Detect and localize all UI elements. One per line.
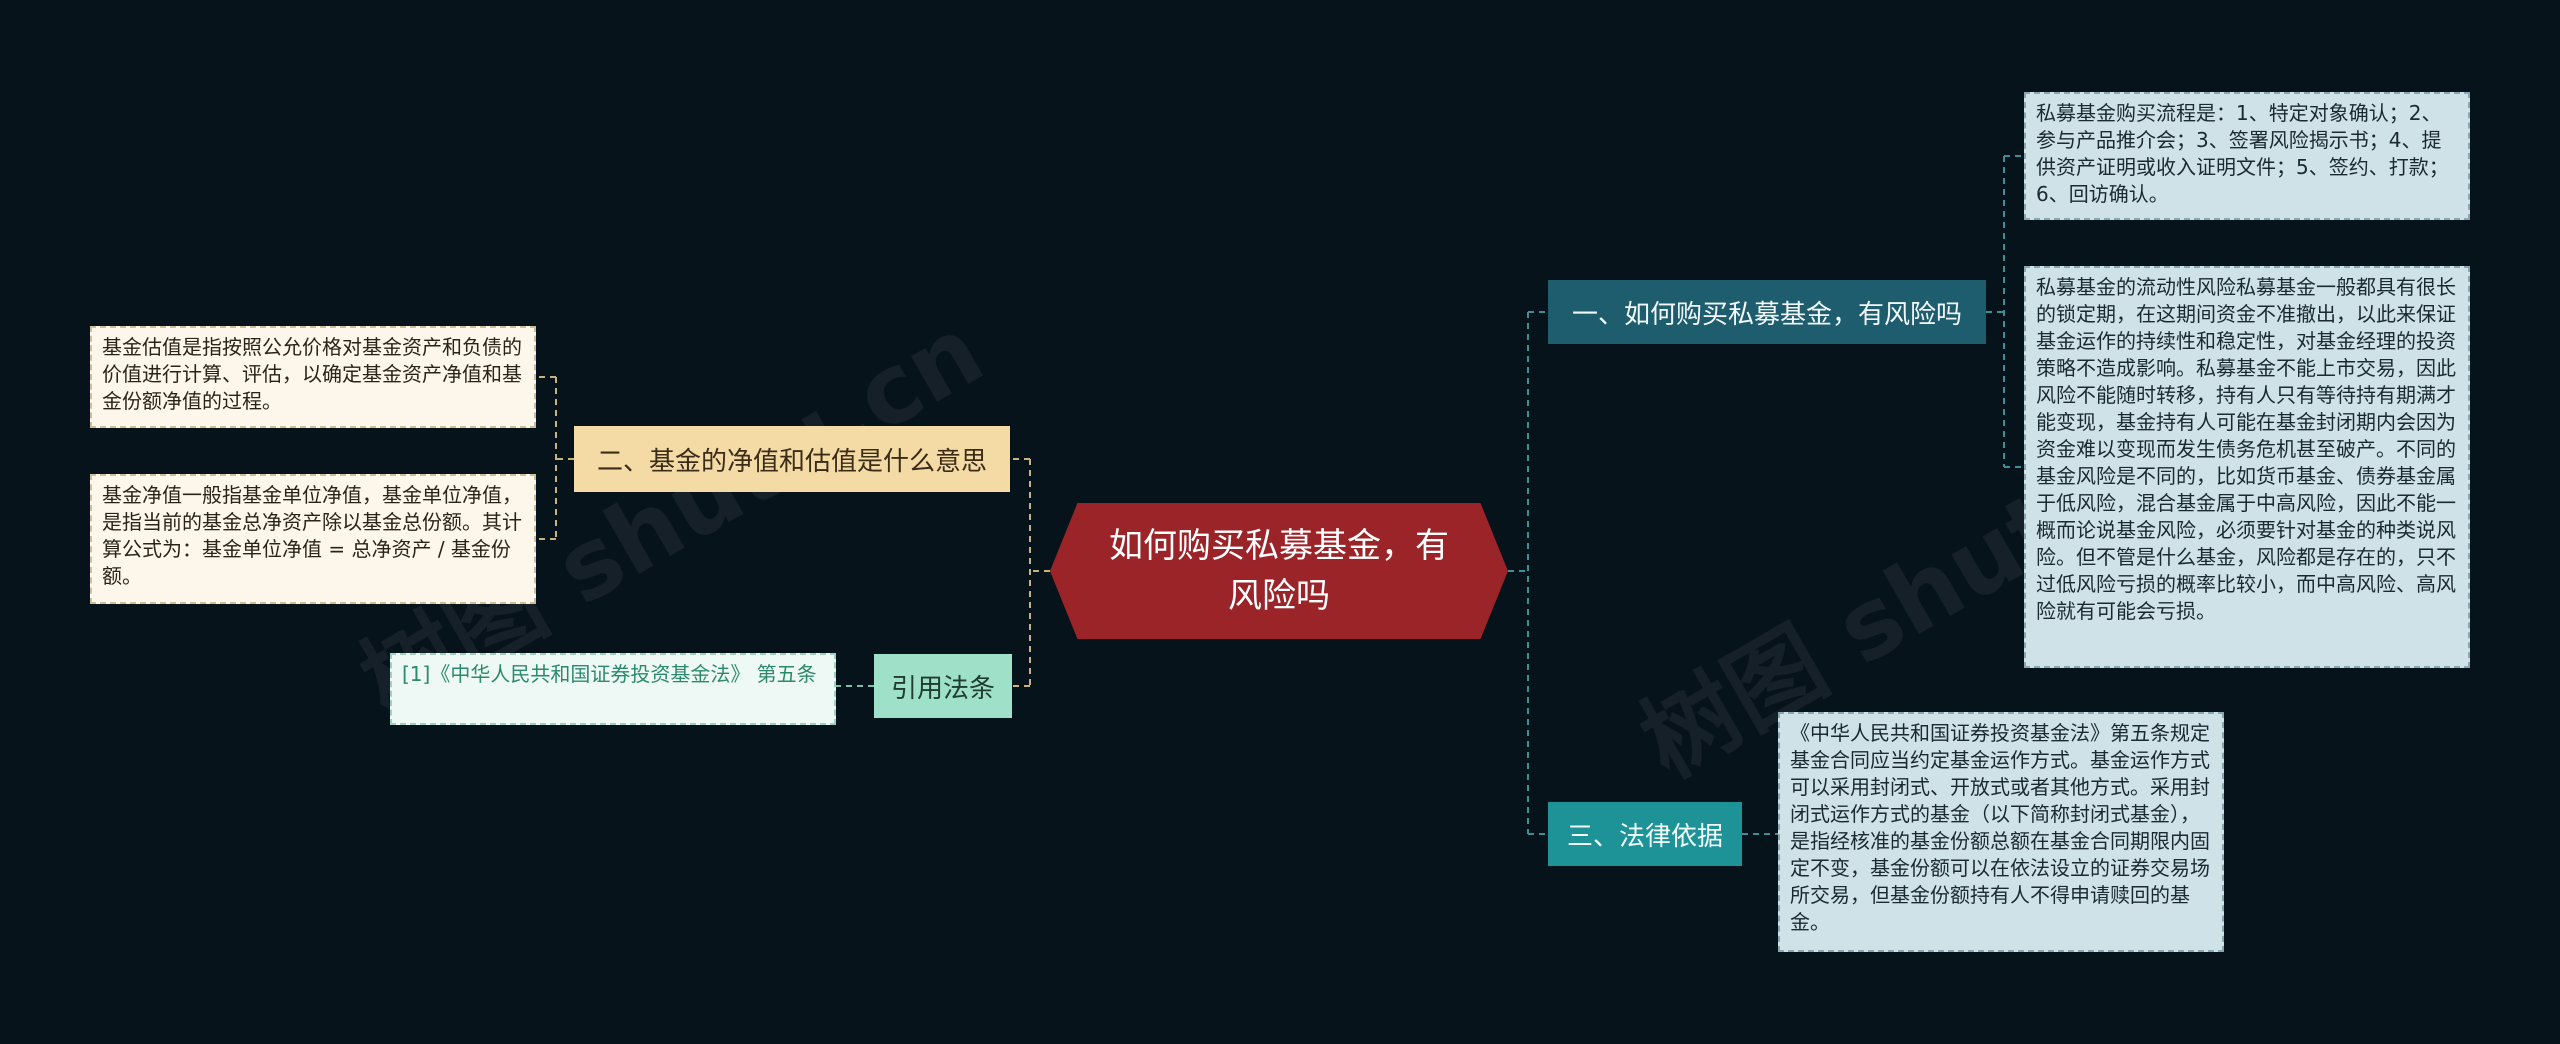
branch-how-to-buy[interactable]: 一、如何购买私募基金，有风险吗 [1548,280,1986,344]
branch-net-value-meaning[interactable]: 二、基金的净值和估值是什么意思 [574,426,1010,492]
leaf-liquidity-risk[interactable]: 私募基金的流动性风险私募基金一般都具有很长的锁定期，在这期间资金不准撤出，以此来… [2024,266,2470,668]
leaf-fund-net-value[interactable]: 基金净值一般指基金单位净值，基金单位净值，是指当前的基金总净资产除以基金总份额。… [90,474,536,604]
leaf-law-article-five[interactable]: 《中华人民共和国证券投资基金法》第五条规定基金合同应当约定基金运作方式。基金运作… [1778,712,2224,952]
leaf-fund-valuation[interactable]: 基金估值是指按照公允价格对基金资产和负债的价值进行计算、评估，以确定基金资产净值… [90,326,536,428]
root-topic[interactable]: 如何购买私募基金，有风险吗 [1050,503,1508,639]
leaf-purchase-process[interactable]: 私募基金购买流程是：1、特定对象确认；2、参与产品推介会；3、签署风险揭示书；4… [2024,92,2470,220]
leaf-citation-link[interactable]: [1]《中华人民共和国证券投资基金法》 第五条 [390,653,836,725]
branch-cited-law[interactable]: 引用法条 [874,654,1012,718]
branch-legal-basis[interactable]: 三、法律依据 [1548,802,1742,866]
